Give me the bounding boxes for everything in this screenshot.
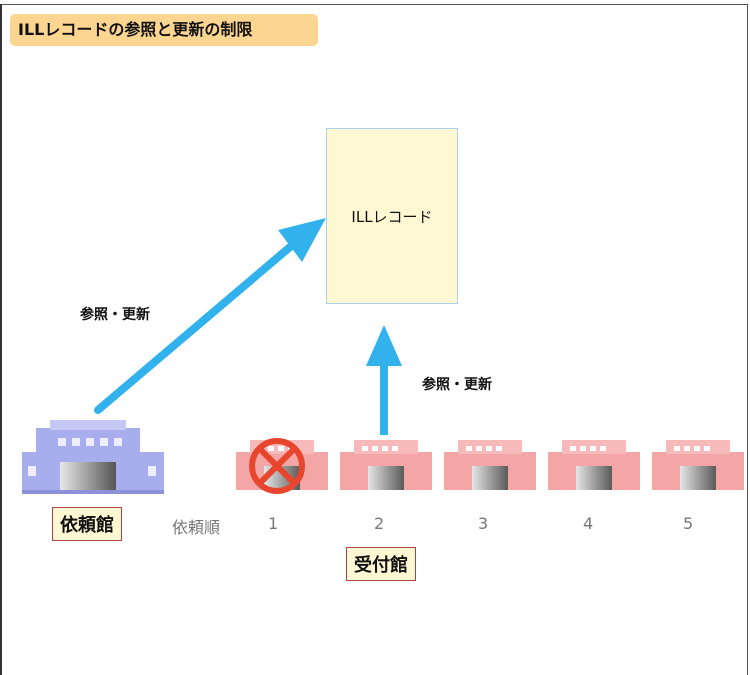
order-number-2: 2	[374, 514, 385, 533]
receiver-building-4-icon	[548, 440, 640, 490]
diagram-title: ILLレコードの参照と更新の制限	[10, 14, 318, 46]
vertical-arrow	[366, 325, 402, 435]
receiver-building-5-icon	[652, 440, 744, 490]
reference-update-label-left: 参照・更新	[80, 307, 150, 323]
order-number-4: 4	[583, 514, 594, 533]
ill-record-label: ILLレコード	[351, 208, 433, 226]
diagonal-arrow	[94, 218, 326, 414]
request-order-label: 依頼順	[172, 518, 221, 537]
receiving-library-label: 受付館	[346, 547, 416, 581]
receiver-building-3-icon	[444, 440, 536, 490]
reference-update-label-right: 参照・更新	[422, 377, 492, 393]
ill-record-box	[326, 128, 458, 304]
order-number-1: 1	[268, 514, 279, 533]
prohibited-cross-icon	[249, 438, 305, 494]
requester-library-label: 依頼館	[52, 507, 122, 541]
diagram-frame	[0, 4, 748, 675]
requester-building-icon	[22, 420, 164, 494]
receiver-building-2-icon	[340, 440, 432, 490]
order-number-3: 3	[478, 514, 489, 533]
order-number-5: 5	[683, 514, 694, 533]
